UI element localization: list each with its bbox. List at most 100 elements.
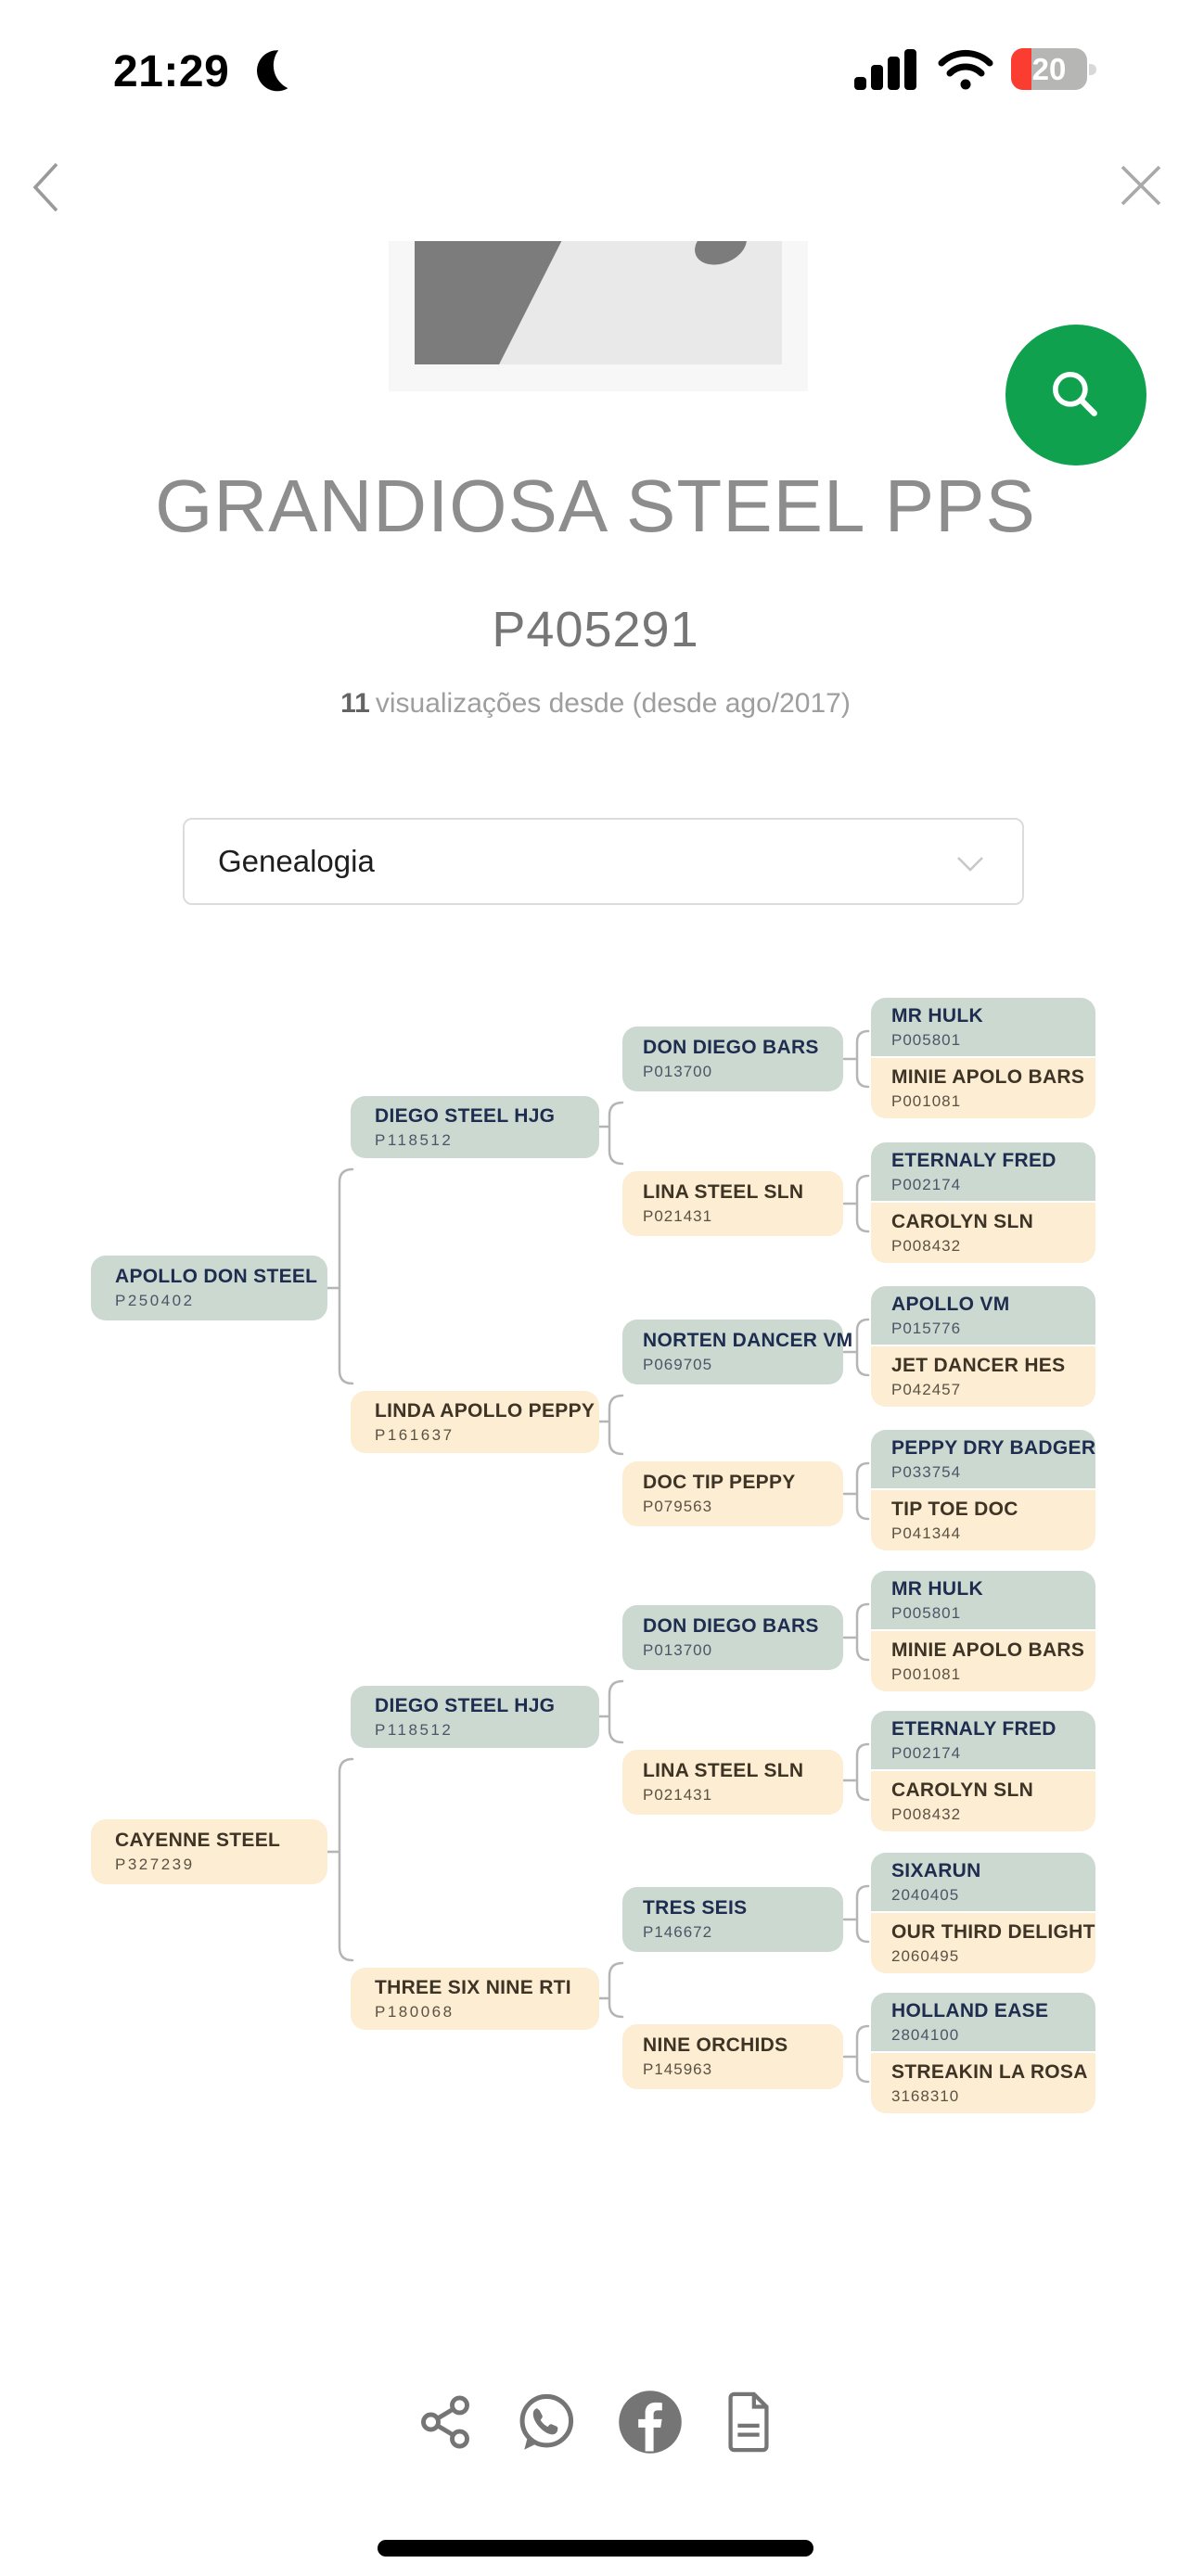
pedigree-pair: ETERNALY FRED P002174 CAROLYN SLN P00843… bbox=[871, 1711, 1095, 1831]
pedigree-node-dam[interactable]: TIP TOE DOC P041344 bbox=[871, 1490, 1095, 1550]
horse-name: ETERNALY FRED bbox=[891, 1717, 1057, 1740]
whatsapp-icon[interactable] bbox=[513, 2390, 578, 2459]
pedigree-node-sire[interactable]: APOLLO VM P015776 bbox=[871, 1286, 1095, 1346]
horse-name: STREAKIN LA ROSA bbox=[891, 2060, 1088, 2083]
pedigree-node-dam[interactable]: THREE SIX NINE RTI P180068 bbox=[351, 1968, 599, 2030]
wifi-icon bbox=[938, 47, 993, 95]
horse-id: P005801 bbox=[891, 1030, 962, 1049]
battery-indicator: 20 bbox=[1011, 48, 1087, 90]
pedigree-node-sire[interactable]: DON DIEGO BARS P013700 bbox=[622, 1027, 843, 1091]
horse-name: CAROLYN SLN bbox=[891, 1779, 1034, 1801]
horse-id: P015776 bbox=[891, 1319, 962, 1337]
horse-name: DIEGO STEEL HJG bbox=[375, 1104, 556, 1127]
horse-name: MINIE APOLO BARS bbox=[891, 1065, 1085, 1088]
horse-name: DON DIEGO BARS bbox=[643, 1037, 819, 1058]
pedigree-node-dam[interactable]: MINIE APOLO BARS P001081 bbox=[871, 1058, 1095, 1118]
horse-id: P013700 bbox=[643, 1641, 713, 1659]
horse-name: TIP TOE DOC bbox=[891, 1498, 1018, 1520]
search-icon bbox=[1053, 372, 1097, 416]
cellular-signal-icon bbox=[854, 47, 917, 95]
horse-id: 3168310 bbox=[891, 2086, 960, 2105]
pedigree-node-sire[interactable]: DIEGO STEEL HJG P118512 bbox=[351, 1096, 599, 1158]
pedigree-node-dam[interactable]: LINA STEEL SLN P021431 bbox=[622, 1750, 843, 1815]
pedigree-node-sire[interactable]: TRES SEIS P146672 bbox=[622, 1887, 843, 1952]
registration-number: P405291 bbox=[492, 602, 699, 657]
pedigree-node-dam[interactable]: CAROLYN SLN P008432 bbox=[871, 1203, 1095, 1263]
pedigree-node-sire[interactable]: DIEGO STEEL HJG P118512 bbox=[351, 1686, 599, 1748]
close-icon[interactable] bbox=[1118, 162, 1164, 213]
horse-id: P001081 bbox=[891, 1091, 962, 1110]
pedigree-pair: MR HULK P005801 MINIE APOLO BARS P001081 bbox=[871, 1571, 1095, 1691]
horse-name: NINE ORCHIDS bbox=[643, 2034, 788, 2056]
pedigree-node-dam[interactable]: NINE ORCHIDS P145963 bbox=[622, 2024, 843, 2089]
horse-id: P146672 bbox=[643, 1923, 713, 1941]
pedigree-pair: APOLLO VM P015776 JET DANCER HES P042457 bbox=[871, 1286, 1095, 1407]
pedigree-node-sire[interactable]: HOLLAND EASE 2804100 bbox=[871, 1993, 1095, 2053]
share-icon[interactable] bbox=[416, 2393, 474, 2455]
horse-id: P021431 bbox=[643, 1786, 713, 1804]
pedigree-node-dam[interactable]: JET DANCER HES P042457 bbox=[871, 1346, 1095, 1407]
horse-id: 2804100 bbox=[891, 2025, 960, 2044]
section-dropdown[interactable]: Genealogia bbox=[183, 818, 1024, 905]
status-time: 21:29 bbox=[113, 47, 230, 96]
views-label: visualizações desde (desde ago/2017) bbox=[375, 688, 851, 719]
horse-name: APOLLO DON STEEL bbox=[115, 1266, 318, 1287]
pedigree-node-dam[interactable]: OUR THIRD DELIGHT 2060495 bbox=[871, 1913, 1095, 1973]
pedigree-node-sire[interactable]: ETERNALY FRED P002174 bbox=[871, 1142, 1095, 1203]
pedigree-node-sire[interactable]: MR HULK P005801 bbox=[871, 1571, 1095, 1631]
horse-id: P250402 bbox=[115, 1292, 195, 1309]
horse-name: HOLLAND EASE bbox=[891, 1999, 1049, 2021]
horse-name: APOLLO VM bbox=[891, 1293, 1010, 1315]
pedigree-node-dam[interactable]: LINA STEEL SLN P021431 bbox=[622, 1171, 843, 1236]
horse-id: P118512 bbox=[375, 1720, 454, 1739]
pedigree-node-sire[interactable]: ETERNALY FRED P002174 bbox=[871, 1711, 1095, 1771]
horse-name: LINDA APOLLO PEPPY bbox=[375, 1399, 596, 1422]
photo-dark-blob bbox=[688, 241, 753, 273]
section-dropdown-value: Genealogia bbox=[218, 844, 375, 878]
facebook-icon[interactable] bbox=[617, 2389, 684, 2460]
pedigree-node-sire[interactable]: SIXARUN 2040405 bbox=[871, 1853, 1095, 1913]
horse-photo[interactable] bbox=[389, 241, 808, 391]
horse-id: P161637 bbox=[375, 1425, 455, 1444]
pedigree-node-sire[interactable]: DON DIEGO BARS P013700 bbox=[622, 1605, 843, 1670]
back-button[interactable] bbox=[28, 160, 63, 219]
horse-photo-image bbox=[415, 241, 782, 364]
document-icon[interactable] bbox=[723, 2391, 775, 2457]
battery-cap bbox=[1089, 64, 1096, 75]
pedigree-node-sire[interactable]: PEPPY DRY BADGER P033754 bbox=[871, 1430, 1095, 1490]
battery-low-fill bbox=[1011, 48, 1031, 90]
horse-name: DOC TIP PEPPY bbox=[643, 1472, 796, 1493]
horse-id: P008432 bbox=[891, 1236, 962, 1255]
page-title: GRANDIOSA STEEL PPS bbox=[155, 465, 1036, 547]
horse-name: JET DANCER HES bbox=[891, 1354, 1066, 1376]
horse-name: LINA STEEL SLN bbox=[643, 1181, 804, 1203]
horse-id: P002174 bbox=[891, 1175, 962, 1193]
horse-id: P013700 bbox=[643, 1063, 713, 1080]
horse-name: PEPPY DRY BADGER bbox=[891, 1436, 1095, 1459]
pedigree-node-dam[interactable]: LINDA APOLLO PEPPY P161637 bbox=[351, 1391, 599, 1453]
horse-id: P005801 bbox=[891, 1603, 962, 1622]
home-indicator[interactable] bbox=[378, 2540, 813, 2557]
horse-name: OUR THIRD DELIGHT bbox=[891, 1920, 1095, 1943]
horse-id: P079563 bbox=[643, 1498, 713, 1515]
horse-name: MINIE APOLO BARS bbox=[891, 1639, 1085, 1661]
pedigree-node-dam[interactable]: CAYENNE STEEL P327239 bbox=[91, 1819, 327, 1884]
pedigree-node-dam[interactable]: MINIE APOLO BARS P001081 bbox=[871, 1631, 1095, 1691]
horse-id: P021431 bbox=[643, 1207, 713, 1225]
pedigree-node-dam[interactable]: CAROLYN SLN P008432 bbox=[871, 1771, 1095, 1831]
pedigree-node-sire[interactable]: MR HULK P005801 bbox=[871, 998, 1095, 1058]
horse-name: NORTEN DANCER VM bbox=[643, 1330, 853, 1351]
pedigree-node-sire[interactable]: APOLLO DON STEEL P250402 bbox=[91, 1256, 327, 1320]
horse-name: TRES SEIS bbox=[643, 1897, 748, 1919]
horse-name: THREE SIX NINE RTI bbox=[375, 1976, 571, 1998]
horse-name: MR HULK bbox=[891, 1004, 983, 1027]
horse-id: P145963 bbox=[643, 2060, 713, 2078]
horse-name: DIEGO STEEL HJG bbox=[375, 1694, 556, 1716]
pedigree-node-dam[interactable]: STREAKIN LA ROSA 3168310 bbox=[871, 2053, 1095, 2113]
pedigree-node-dam[interactable]: DOC TIP PEPPY P079563 bbox=[622, 1461, 843, 1526]
horse-id: P180068 bbox=[375, 2002, 455, 2021]
pedigree-node-sire[interactable]: NORTEN DANCER VM P069705 bbox=[622, 1320, 853, 1384]
horse-id: P069705 bbox=[643, 1356, 713, 1373]
search-fab-button[interactable] bbox=[1005, 325, 1146, 465]
